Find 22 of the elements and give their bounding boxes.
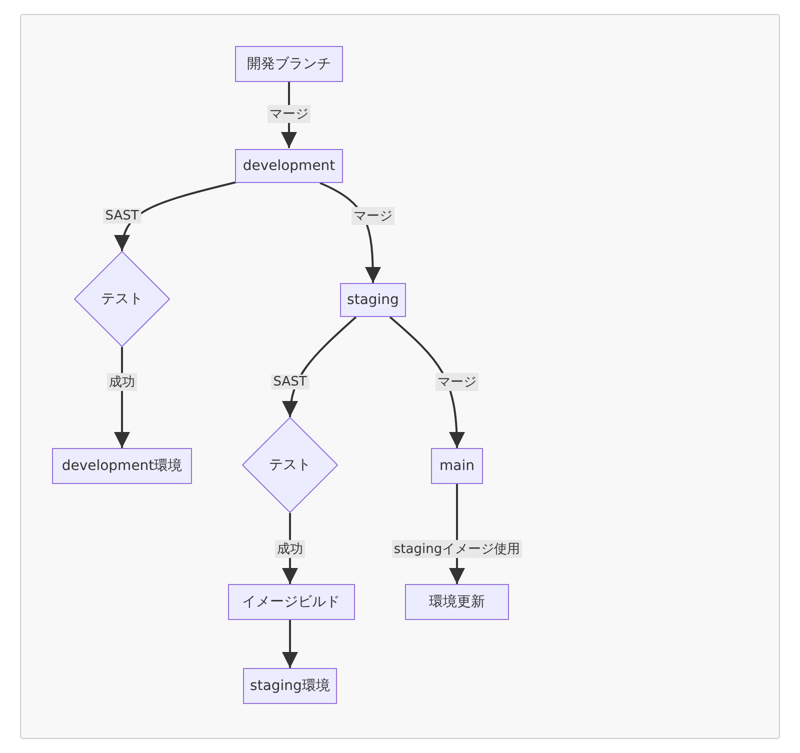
process-box: development: [235, 149, 343, 183]
edge-label: SAST: [271, 374, 309, 390]
process-box: 環境更新: [405, 584, 509, 620]
arrow: [389, 316, 465, 448]
decision-diamond: テスト: [242, 417, 338, 513]
edge-label: マージ: [352, 207, 394, 225]
process-box: 開発ブランチ: [235, 46, 343, 82]
process-box: staging環境: [243, 668, 337, 704]
edge-label: stagingイメージ使用: [392, 540, 522, 558]
arrow: [282, 316, 357, 418]
process-box: development環境: [52, 448, 192, 484]
edge-label: マージ: [268, 105, 310, 123]
arrow: [282, 620, 298, 668]
edge-label: 成功: [275, 540, 305, 558]
edge-label: SAST: [103, 208, 141, 224]
edge-label: 成功: [107, 373, 137, 391]
decision-diamond: テスト: [74, 251, 170, 347]
arrow: [115, 181, 238, 252]
process-box: main: [431, 448, 483, 484]
process-box: イメージビルド: [228, 584, 354, 620]
process-box: staging: [340, 283, 406, 317]
edge-label: マージ: [436, 373, 478, 391]
